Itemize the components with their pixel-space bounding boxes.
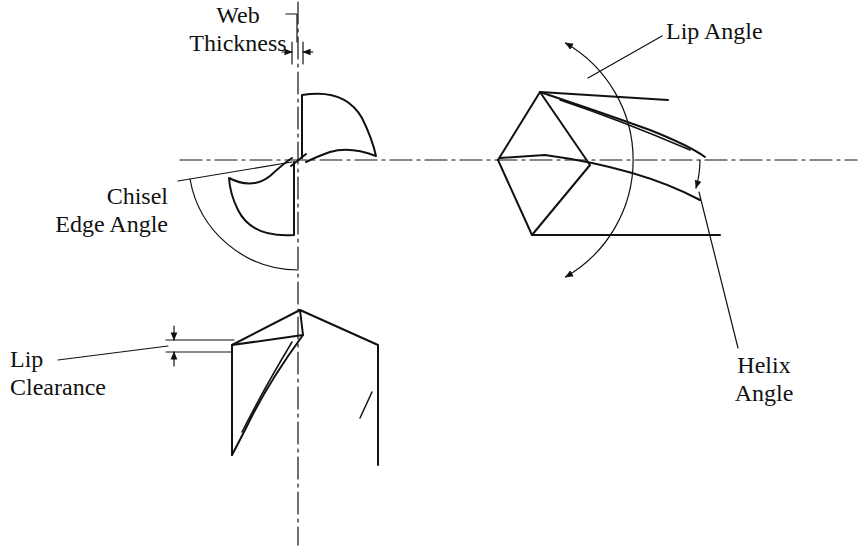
flute-lobe <box>302 94 376 162</box>
angle-arc <box>566 43 634 277</box>
lip-edge <box>532 92 590 235</box>
flute-edge <box>540 92 705 157</box>
leader-line <box>58 346 168 360</box>
flute-edge <box>560 100 690 150</box>
lip-edge <box>232 310 303 345</box>
part-label: Web Thickness <box>186 2 290 57</box>
leader-line <box>286 14 297 42</box>
dimension-arrow <box>173 326 174 340</box>
leader-line <box>699 192 738 348</box>
part-label: Helix Angle <box>712 352 816 407</box>
drill-outline <box>498 160 720 235</box>
flute-edge <box>242 342 292 432</box>
drill-outline <box>232 310 378 465</box>
dimension-arrow <box>173 352 174 366</box>
part-label: Chisel Edge Angle <box>28 183 168 238</box>
dimension-line <box>302 42 303 64</box>
angle-arc <box>190 179 298 270</box>
flute-edge <box>232 335 303 455</box>
extension-line <box>178 162 292 181</box>
dimension-arrow <box>303 51 313 52</box>
center-line <box>180 159 857 160</box>
center-line <box>297 2 298 545</box>
dimension-line <box>291 42 292 64</box>
part-label: Lip Angle <box>666 18 846 46</box>
part-label: Lip Clearance <box>10 346 128 401</box>
dimension-line <box>166 339 234 340</box>
flute-edge <box>360 392 372 418</box>
angle-arc <box>696 160 700 188</box>
dimension-line <box>166 351 232 352</box>
chisel-edge <box>291 154 306 166</box>
drill-outline <box>498 92 668 160</box>
flute-edge <box>500 155 700 200</box>
leader-line <box>588 36 662 78</box>
flute-lobe <box>229 158 294 235</box>
